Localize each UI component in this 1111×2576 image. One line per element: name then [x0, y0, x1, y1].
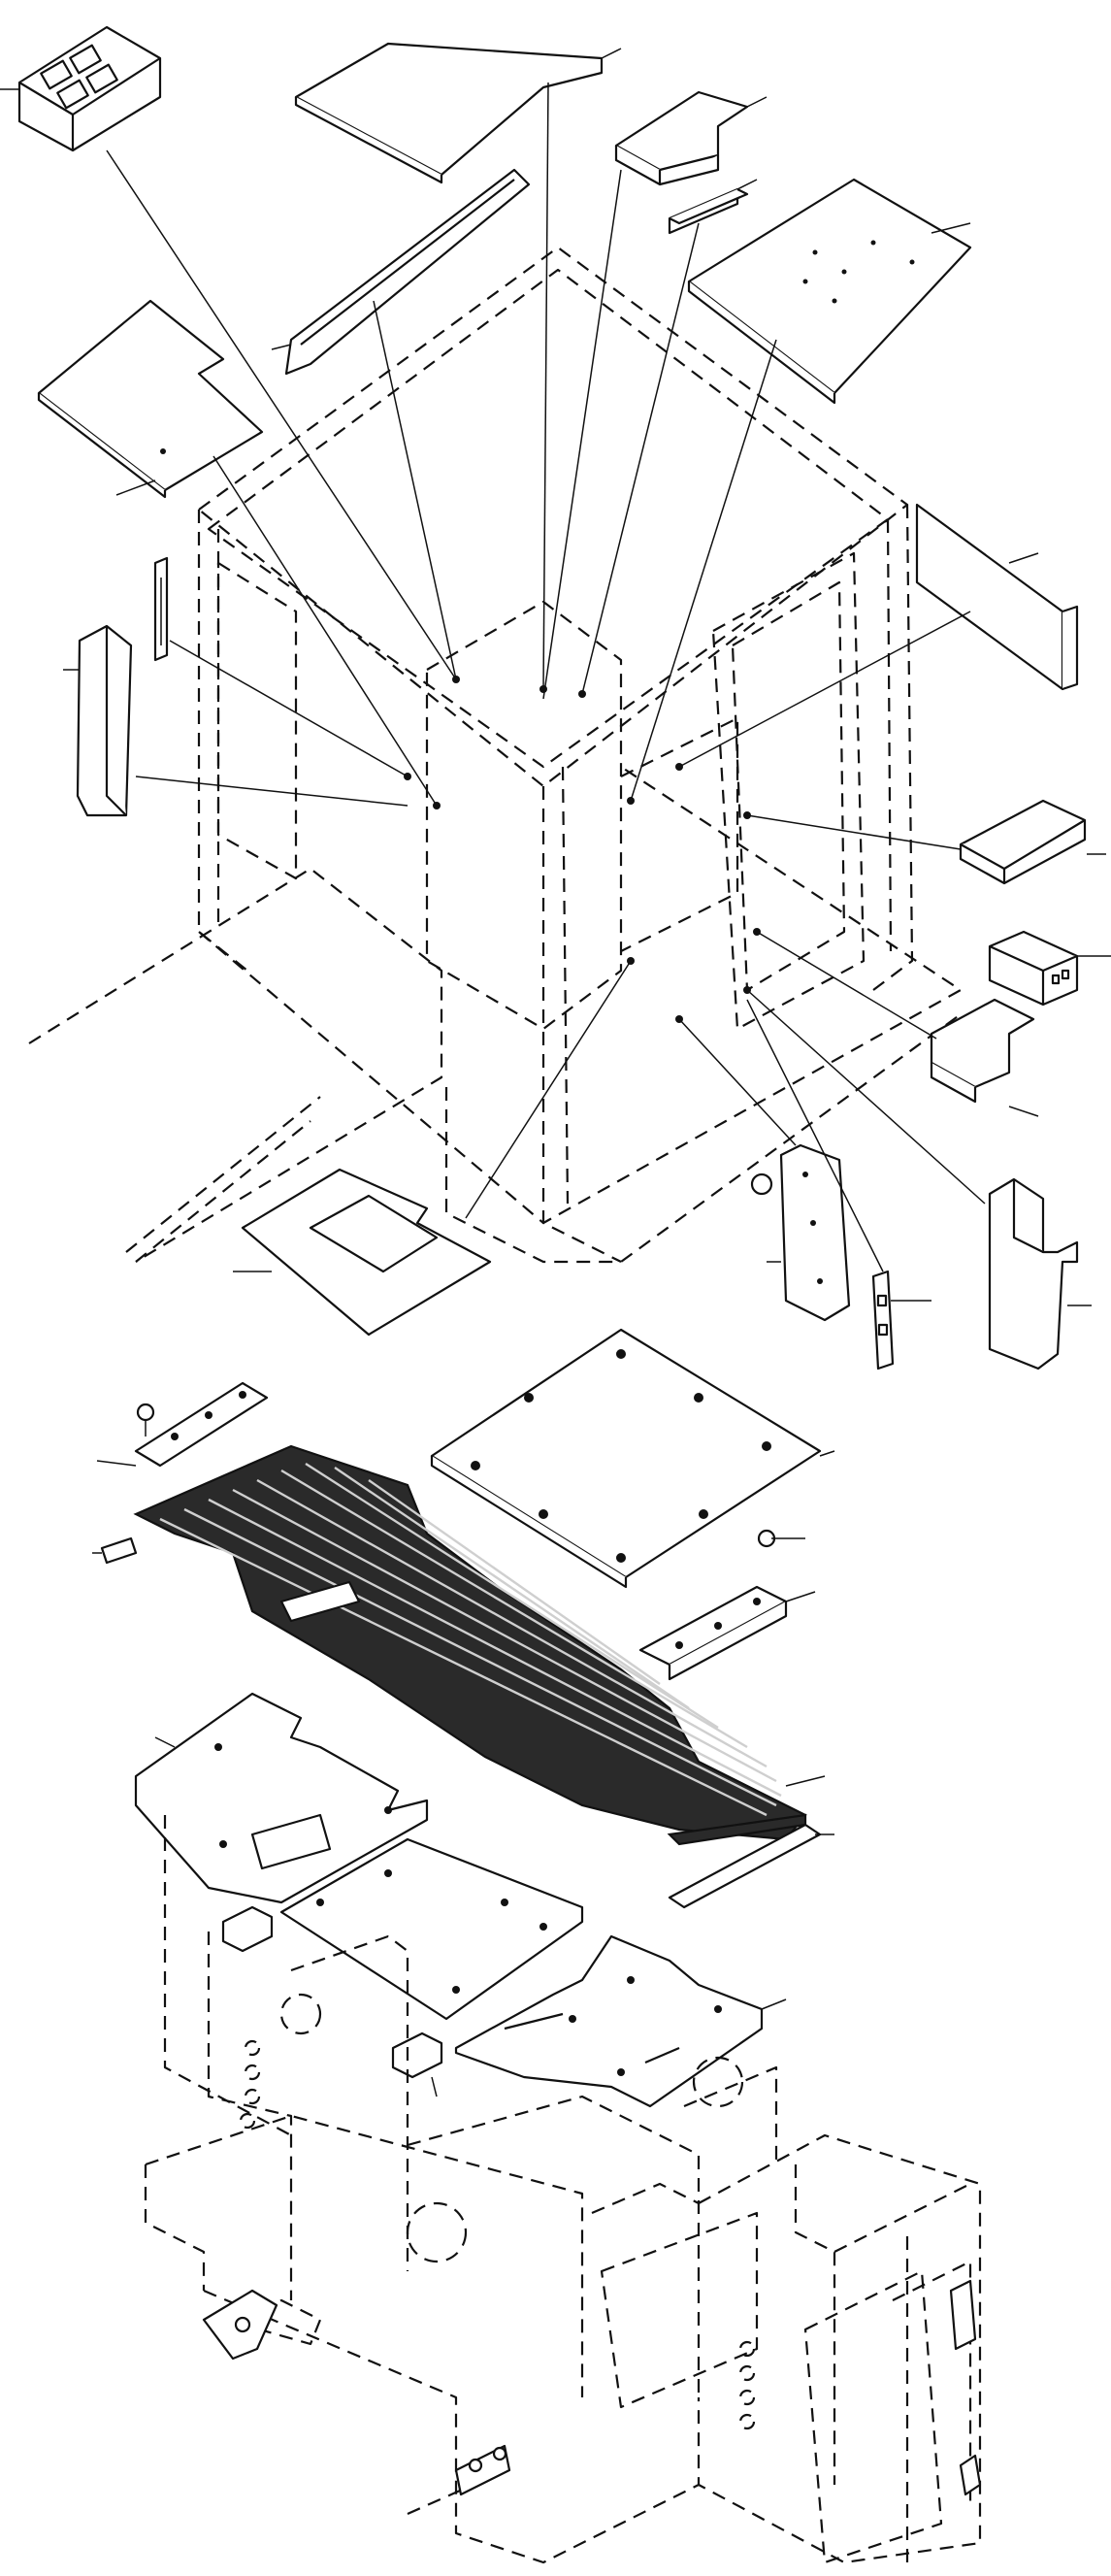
part-pillar-pad-left: [63, 624, 133, 817]
part-bracket-upper-left: [96, 1381, 269, 1468]
part-top-left-block: [0, 25, 162, 152]
part-roof-plate-right: [687, 178, 972, 405]
chassis-lower: [144, 1815, 982, 2564]
mat-ribs: [159, 1462, 782, 1817]
part-small-bar: [668, 179, 758, 235]
part-floor-plate-middle: [279, 1837, 584, 2021]
part-roof-sheet-top: [294, 42, 622, 184]
chassis-details: [202, 2046, 982, 2496]
part-panel-right-tall: [915, 503, 1079, 691]
part-floor-mat-window: [233, 1168, 492, 1337]
part-l-pad-right: [930, 998, 1039, 1117]
part-tall-l-pad-right: [988, 1177, 1092, 1371]
part-bracket-right: [638, 1529, 816, 1681]
part-floor-plate-left: [134, 1692, 429, 1904]
part-diagonal-strip: [271, 168, 531, 376]
part-floor-rail: [668, 1823, 834, 1909]
leader-lines-upper: [106, 82, 986, 1272]
part-small-box: [988, 930, 1111, 1007]
part-vertical-strip-left: [153, 556, 169, 662]
part-small-block-right: [391, 2031, 443, 2097]
part-ribbed-floor-mat: [133, 1444, 826, 1846]
part-small-block-left: [221, 1905, 274, 1953]
part-left-sheet: [37, 299, 264, 499]
part-center-plate: [750, 1143, 851, 1322]
part-floor-plate-right: [454, 1934, 787, 2108]
part-block-right: [959, 799, 1106, 885]
part-floor-plate-square: [430, 1328, 835, 1589]
cab-frame-upper: [28, 246, 963, 1264]
part-clip-left: [92, 1536, 138, 1565]
part-small-l-block: [614, 90, 768, 186]
part-vertical-strip-right: [871, 1270, 931, 1371]
